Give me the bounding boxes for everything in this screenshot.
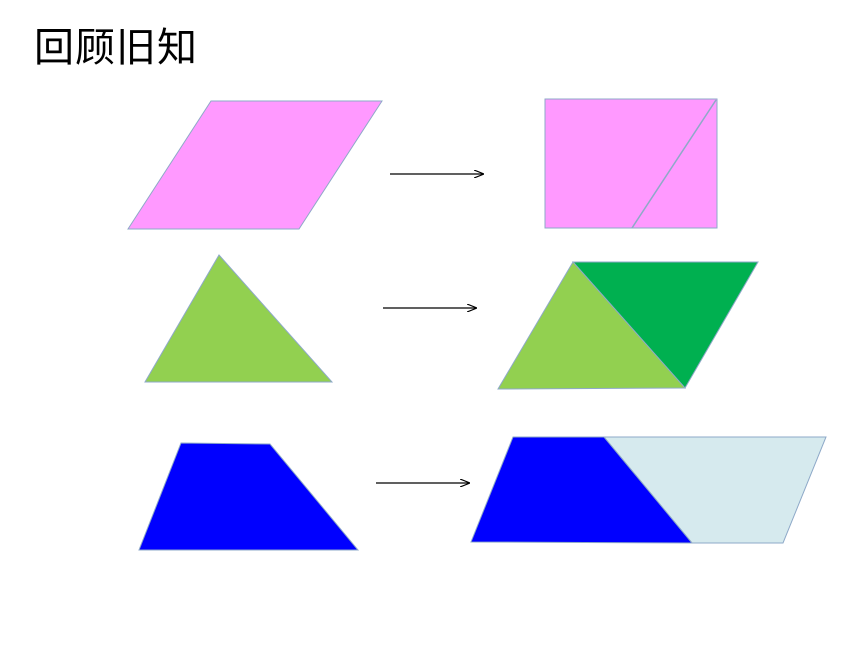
slide-title: 回顾旧知 — [34, 25, 198, 71]
row-triangle — [144, 254, 759, 390]
triangle-parallelogram-result — [497, 261, 759, 390]
cut-line — [631, 99, 717, 229]
light-green-triangle — [497, 261, 687, 390]
trapezoid-parallelogram-result — [470, 436, 827, 544]
green-triangle — [144, 254, 334, 383]
pink-rectangle-result — [544, 98, 718, 229]
pink-parallelogram — [127, 100, 383, 230]
pink-rectangle — [544, 98, 718, 229]
blue-trapezoid-copy — [470, 436, 694, 544]
row-trapezoid — [138, 436, 827, 551]
blue-trapezoid — [138, 442, 360, 551]
row-parallelogram — [127, 98, 718, 230]
